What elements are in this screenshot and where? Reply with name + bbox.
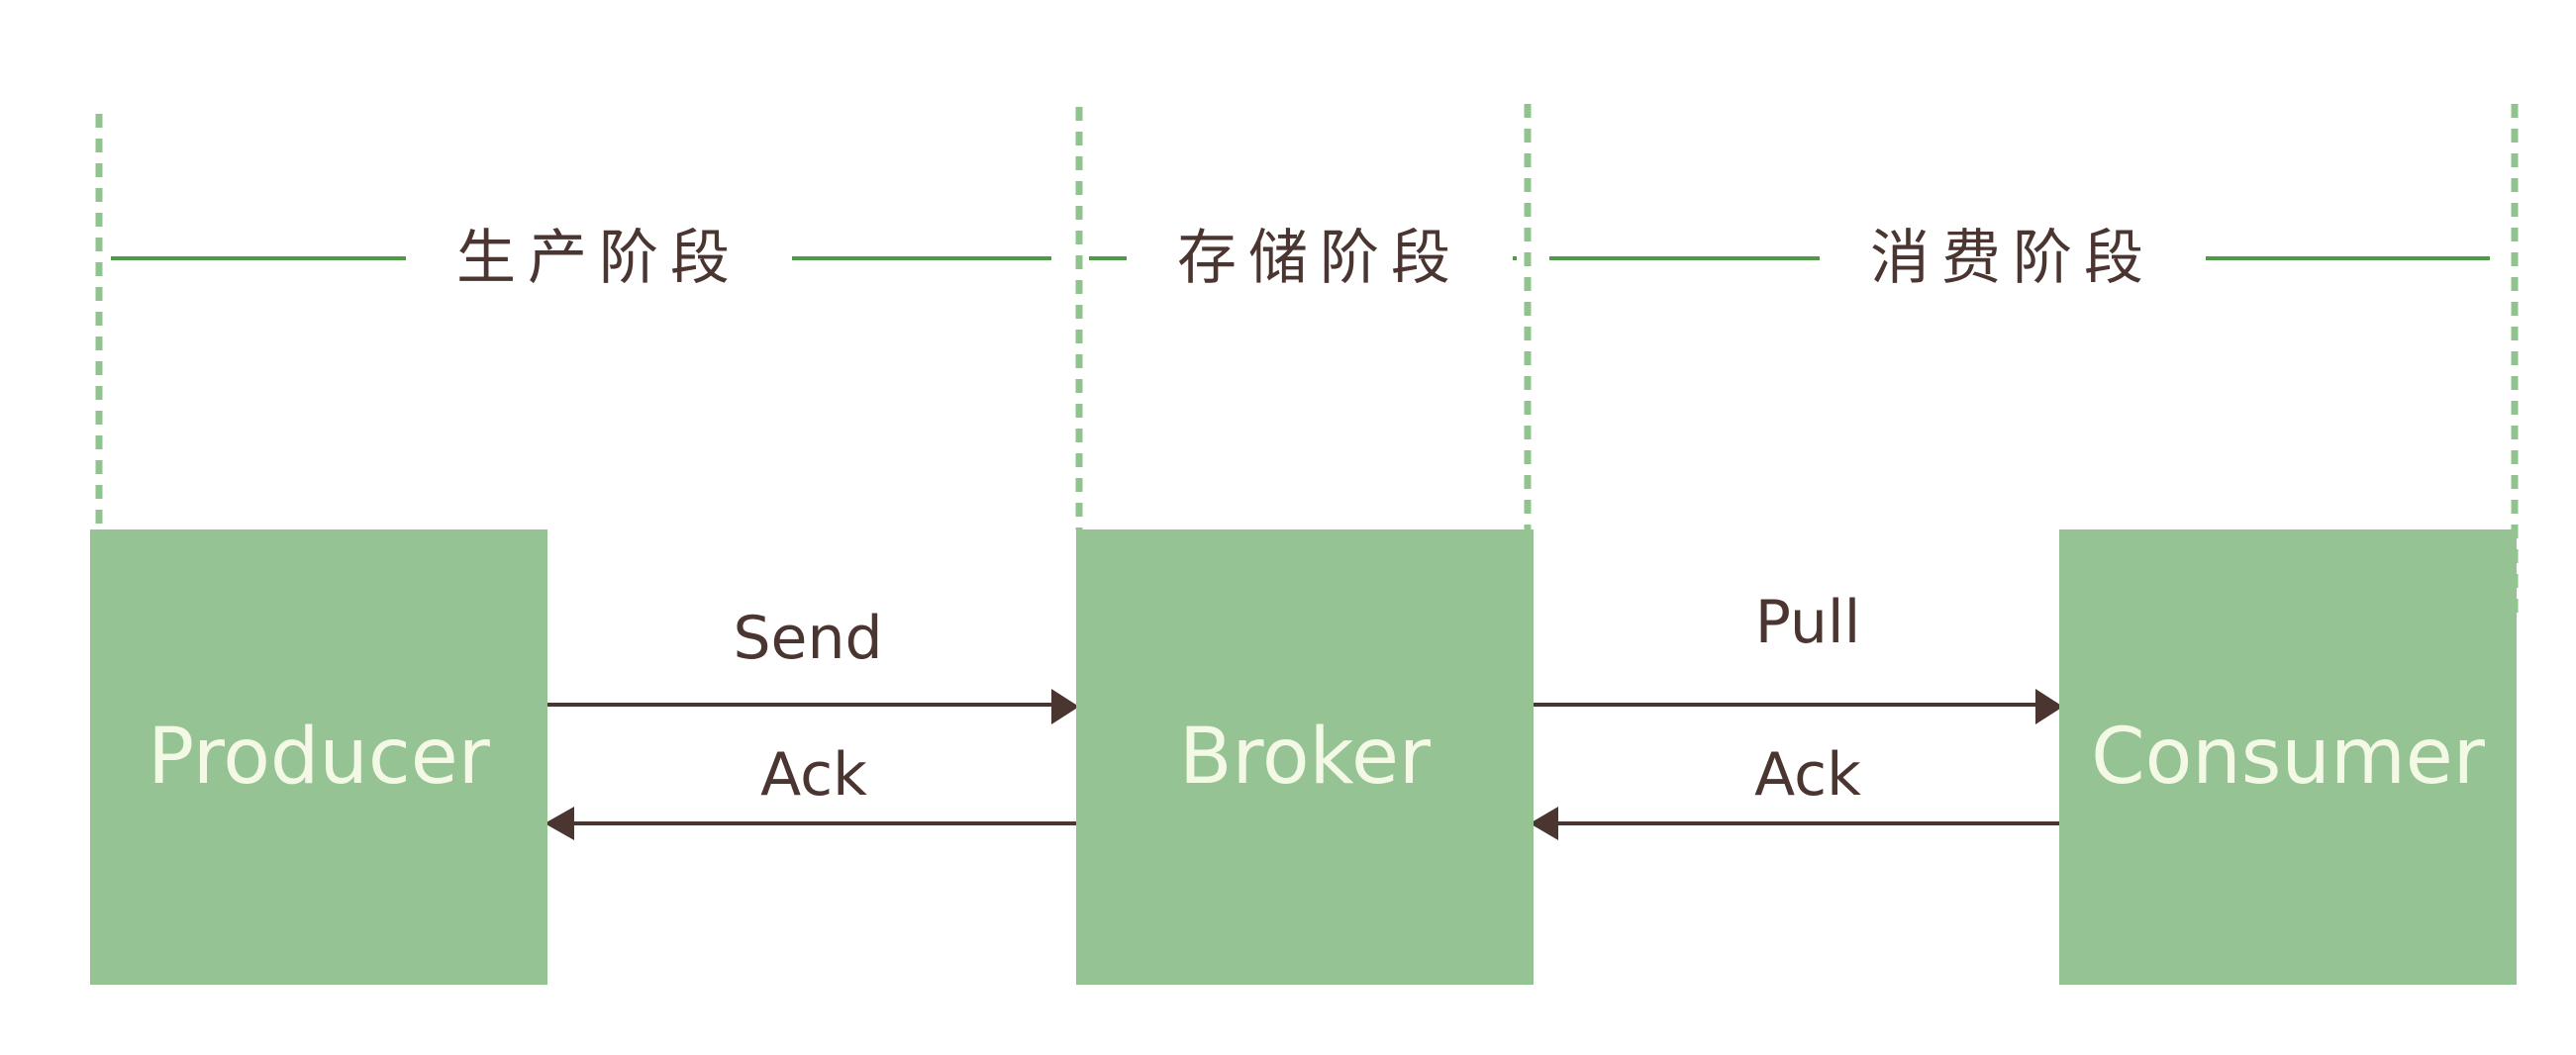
consumer-node: Consumer (2059, 529, 2517, 985)
producer-node: Producer (90, 529, 547, 985)
pull-arrowhead (2035, 689, 2063, 724)
ack1-label: Ack (760, 740, 867, 810)
producer-label: Producer (148, 713, 490, 802)
ack1-arrowhead (545, 807, 574, 840)
send-label: Send (733, 604, 883, 673)
pull-label: Pull (1754, 588, 1861, 657)
stage-label-storage: 存储阶段 (1127, 214, 1513, 303)
stage-label-production: 生产阶段 (406, 214, 792, 303)
broker-label: Broker (1178, 713, 1432, 802)
ack2-label: Ack (1754, 740, 1861, 810)
broker-node: Broker (1076, 529, 1534, 985)
send-arrowhead (1051, 689, 1079, 724)
consumer-label: Consumer (2091, 713, 2485, 802)
ack2-arrowhead (1530, 807, 1558, 840)
stage-label-consumption: 消费阶段 (1820, 214, 2206, 303)
